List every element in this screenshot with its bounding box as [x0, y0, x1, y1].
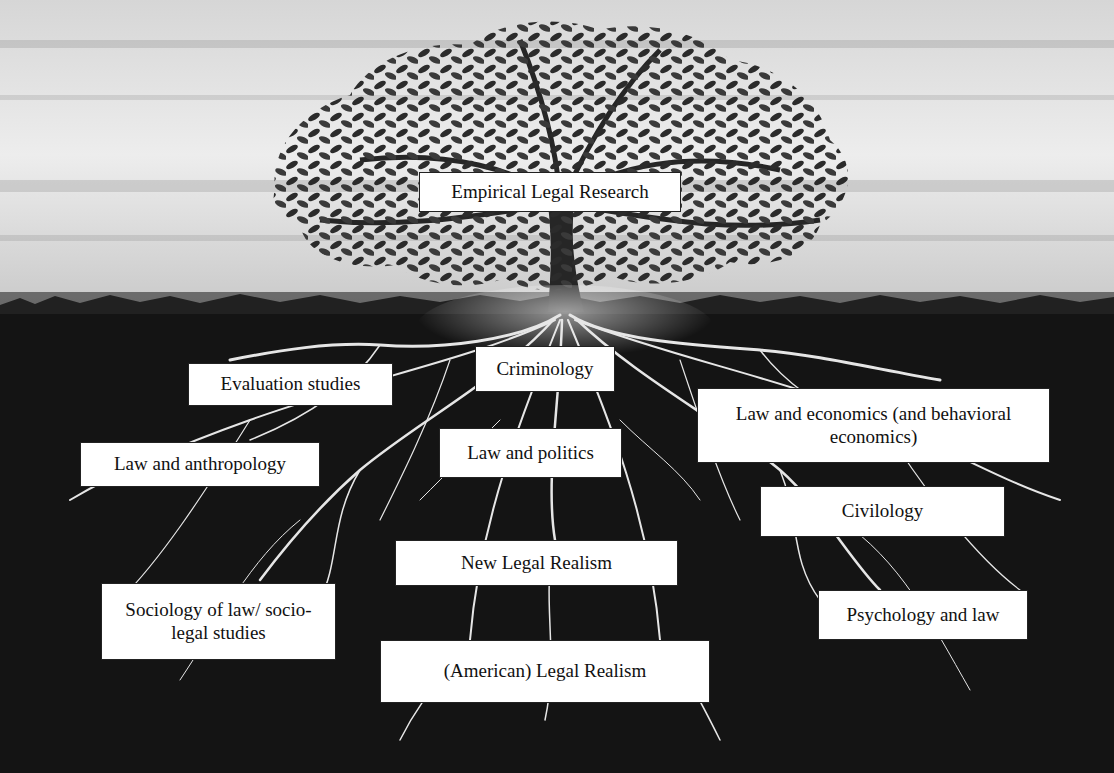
root-label-box: Psychology and law: [818, 590, 1028, 640]
label-stack: Law and economics (and behavioral econom…: [710, 403, 1037, 449]
root-label-box: Law and economics (and behavioral econom…: [697, 388, 1050, 463]
root-label: Empirical Legal Research: [451, 181, 648, 204]
root-label-box: Law and politics: [439, 428, 622, 478]
root-label: New Legal Realism: [461, 552, 612, 575]
sky: [0, 0, 1114, 310]
label-stack: Psychology and law: [846, 604, 999, 627]
root-label-box: New Legal Realism: [395, 540, 678, 586]
root-label-box: Empirical Legal Research: [419, 172, 681, 212]
label-stack: Law and anthropology: [114, 453, 286, 476]
root-label-box: (American) Legal Realism: [380, 640, 710, 703]
label-stack: Empirical Legal Research: [451, 181, 648, 204]
label-stack: Civilology: [842, 500, 923, 523]
root-label: Law and anthropology: [114, 453, 286, 476]
root-label: Criminology: [496, 358, 593, 381]
label-stack: Criminology: [496, 358, 593, 381]
root-label: Law and politics: [467, 442, 594, 465]
label-stack: Evaluation studies: [221, 373, 361, 396]
root-label: (American) Legal Realism: [444, 660, 647, 683]
tree-canopy: [274, 22, 849, 291]
root-label-box: Evaluation studies: [188, 363, 393, 406]
root-label: Civilology: [842, 500, 923, 523]
root-label-box: Law and anthropology: [80, 442, 320, 487]
root-label-box: Civilology: [760, 486, 1005, 537]
label-stack: New Legal Realism: [461, 552, 612, 575]
root-label: Psychology and law: [846, 604, 999, 627]
ground: [0, 294, 1114, 773]
label-stack: Law and politics: [467, 442, 594, 465]
root-label: Evaluation studies: [221, 373, 361, 396]
label-stack: (American) Legal Realism: [444, 660, 647, 683]
label-stack: Sociology of law/ socio-legal studies: [114, 599, 323, 645]
root-label-box: Criminology: [475, 346, 615, 392]
root-label-box: Sociology of law/ socio-legal studies: [101, 583, 336, 660]
root-label: Law and economics (and behavioral econom…: [710, 403, 1037, 449]
root-label: Sociology of law/ socio-legal studies: [114, 599, 323, 645]
tree-roots: [70, 315, 1060, 740]
